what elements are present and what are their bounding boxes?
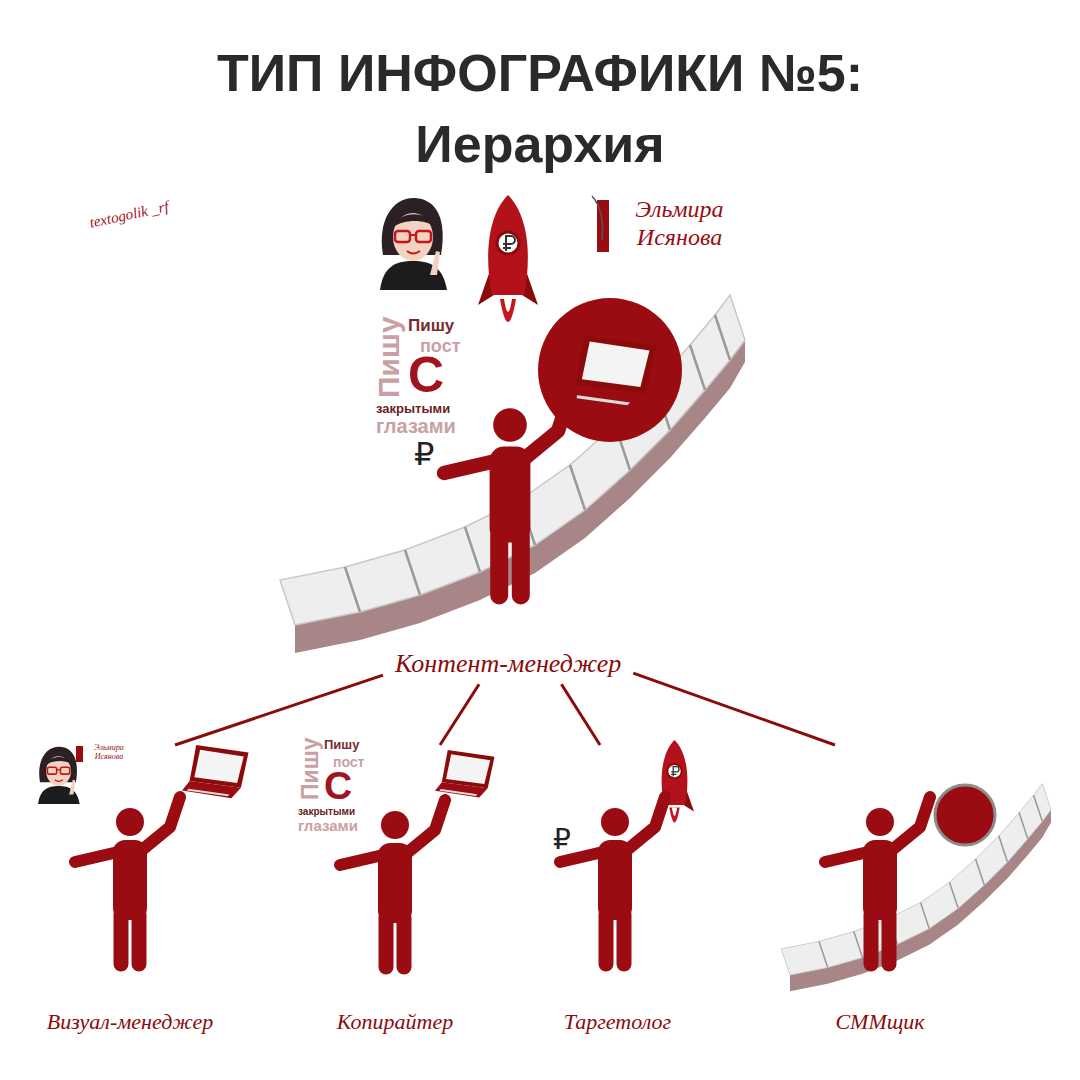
label-text: ₽ [553, 826, 571, 854]
role-caption: Копирайтер [337, 1009, 453, 1035]
hierarchy-line [633, 673, 835, 745]
label-text: закрытыми [376, 402, 450, 417]
rocket [478, 195, 538, 322]
role-caption: Контент-менеджер [395, 648, 621, 679]
laptop [182, 745, 249, 798]
label-text: Пишу [324, 738, 359, 753]
goal-circle [935, 785, 995, 845]
role-node: СММщик [780, 745, 980, 1035]
role-caption: СММщик [835, 1009, 924, 1035]
avatar [380, 198, 447, 290]
label-text: ₽ [414, 438, 434, 470]
title: ТИП ИНФОГРАФИКИ №5: Иерархия [140, 38, 940, 179]
laptop [435, 750, 495, 798]
label-text: глазами [376, 416, 456, 436]
label-text: Пишу [297, 737, 323, 800]
label-text: Эльмира Исянова [86, 744, 132, 762]
role-node: Копирайтер [300, 745, 490, 1035]
label-text: Пишу [408, 316, 454, 336]
person [560, 797, 665, 964]
logo-bar [76, 746, 83, 762]
label-text: закрытыми [298, 806, 355, 818]
role-node: Визуал-менеджер [20, 745, 240, 1035]
label-text: глазами [298, 818, 358, 833]
role-node: Контент-менеджер [387, 646, 629, 681]
label-text: Эльмира Исянова [612, 196, 747, 251]
role-caption: Визуал-менеджер [47, 1009, 214, 1035]
staircase [781, 784, 1051, 992]
person [444, 395, 570, 595]
label-text: С [324, 766, 352, 805]
person [75, 797, 180, 964]
role-caption: Таргетолог [564, 1009, 671, 1035]
hierarchy-line [440, 684, 479, 745]
person [825, 797, 930, 964]
staircase [280, 295, 745, 653]
hierarchy-line [175, 675, 383, 745]
avatar [38, 747, 80, 804]
label-text: С [408, 350, 444, 400]
label-text: textogolik _rf [88, 198, 170, 232]
role-node: Таргетолог [520, 745, 715, 1035]
hierarchy-line [561, 684, 600, 745]
label-text: Пишу [372, 316, 407, 398]
feather [592, 196, 603, 240]
laptop [565, 335, 656, 408]
